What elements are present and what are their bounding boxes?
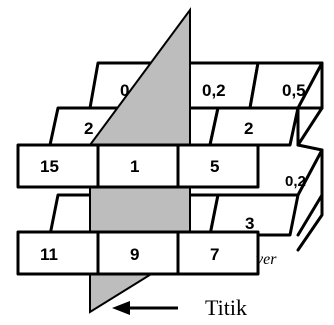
front-bottom-label-2: 9 (130, 245, 139, 264)
front-bottom-cell-1 (16, 230, 100, 276)
bottom-right-edge (296, 193, 324, 252)
top-back-label-1: 0 (120, 81, 129, 100)
front-top-label-1: 15 (40, 157, 59, 176)
top-mid-label-1: 2 (84, 119, 93, 138)
bottom-mid-cell-3 (208, 193, 300, 237)
front-bottom-label-3: 7 (210, 245, 219, 264)
front-top-label-3: 5 (210, 157, 219, 176)
left-arrow-icon (112, 301, 178, 315)
front-bottom-cell-3 (176, 230, 260, 276)
front-top-label-2: 1 (130, 157, 139, 176)
front-bottom-cell-2 (96, 230, 180, 276)
front-top-cell-3 (176, 143, 260, 189)
top-back-label-3: 0,5 (282, 81, 306, 100)
front-bottom-row (16, 230, 260, 276)
front-bottom-label-1: 11 (40, 245, 58, 264)
bottom-mid-label-2: 3 (245, 214, 254, 233)
front-top-row (16, 143, 260, 189)
top-mid-cell-3 (208, 106, 300, 147)
side-label: 0,2 (285, 173, 306, 190)
top-back-label-2: 0,2 (202, 81, 226, 100)
front-top-cell-1 (16, 143, 100, 189)
arrow-caption: Titik (205, 295, 247, 320)
top-mid-label-3: 2 (244, 119, 253, 138)
partial-text: ver (256, 251, 277, 268)
